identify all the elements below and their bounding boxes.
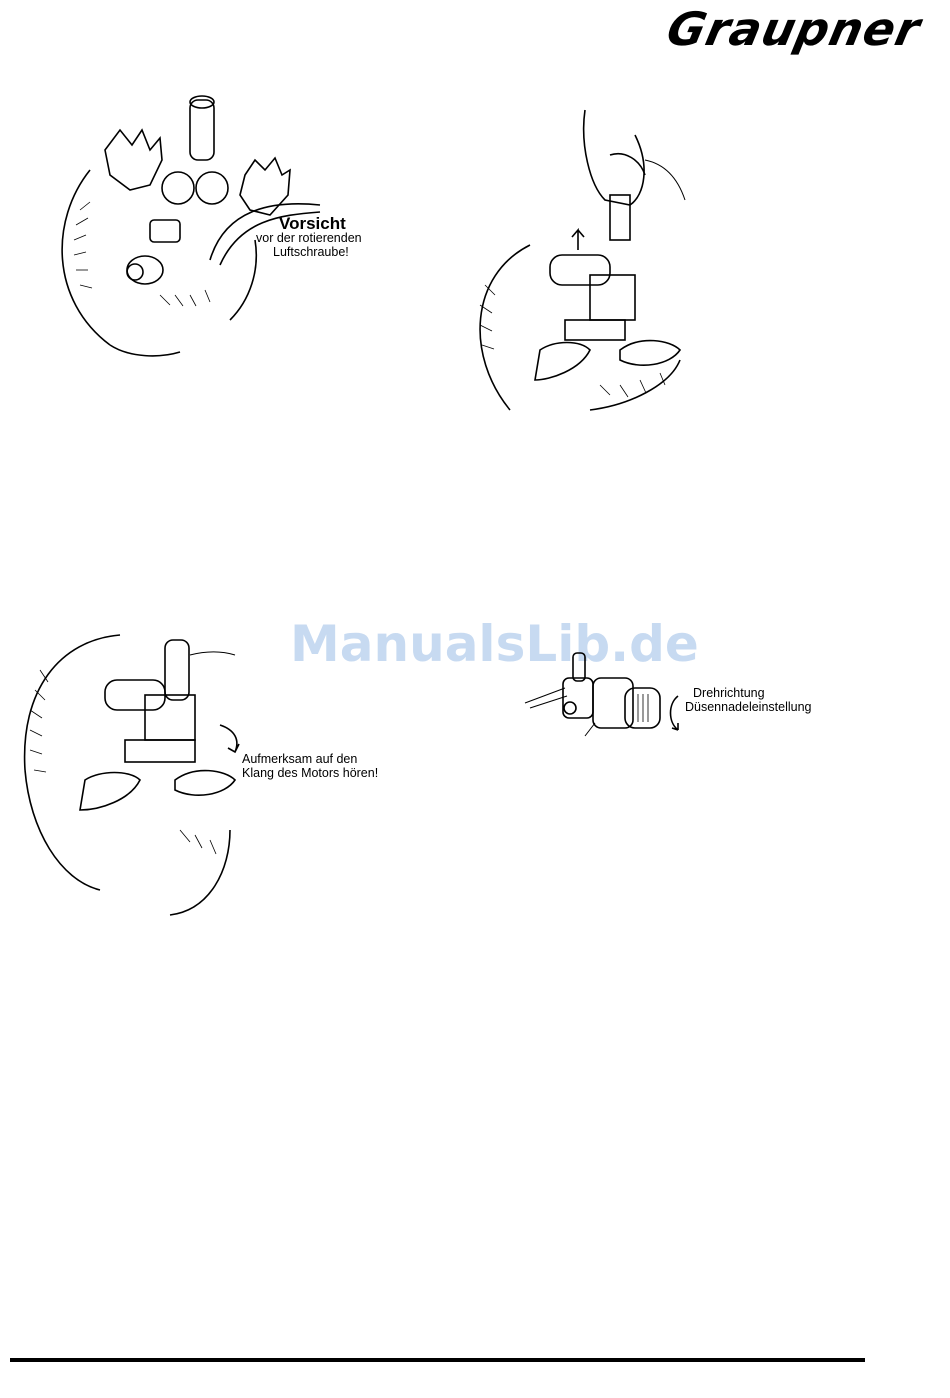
- figure-glow-plug-removal: [470, 105, 690, 415]
- brand-logo: Graupner: [662, 2, 925, 56]
- figure-engine-running: [20, 630, 240, 920]
- caption-fig1-line1: vor der rotierenden: [256, 231, 386, 245]
- caption-fig1-line2: Luftschraube!: [256, 245, 386, 259]
- caption-fig3-line1: Aufmerksam auf den: [242, 752, 378, 766]
- caption-fig4: Drehrichtung Düsennadeleinstellung: [685, 686, 811, 714]
- caption-fig4-line1: Drehrichtung: [685, 686, 811, 700]
- bottom-rule: [10, 1358, 865, 1362]
- caption-fig4-line2: Düsennadeleinstellung: [685, 700, 811, 714]
- caption-fig1-title: Vorsicht: [256, 217, 386, 231]
- caption-fig3: Aufmerksam auf den Klang des Motors höre…: [242, 752, 378, 780]
- caption-fig3-line2: Klang des Motors hören!: [242, 766, 378, 780]
- caption-fig1: Vorsicht vor der rotierenden Luftschraub…: [256, 217, 386, 259]
